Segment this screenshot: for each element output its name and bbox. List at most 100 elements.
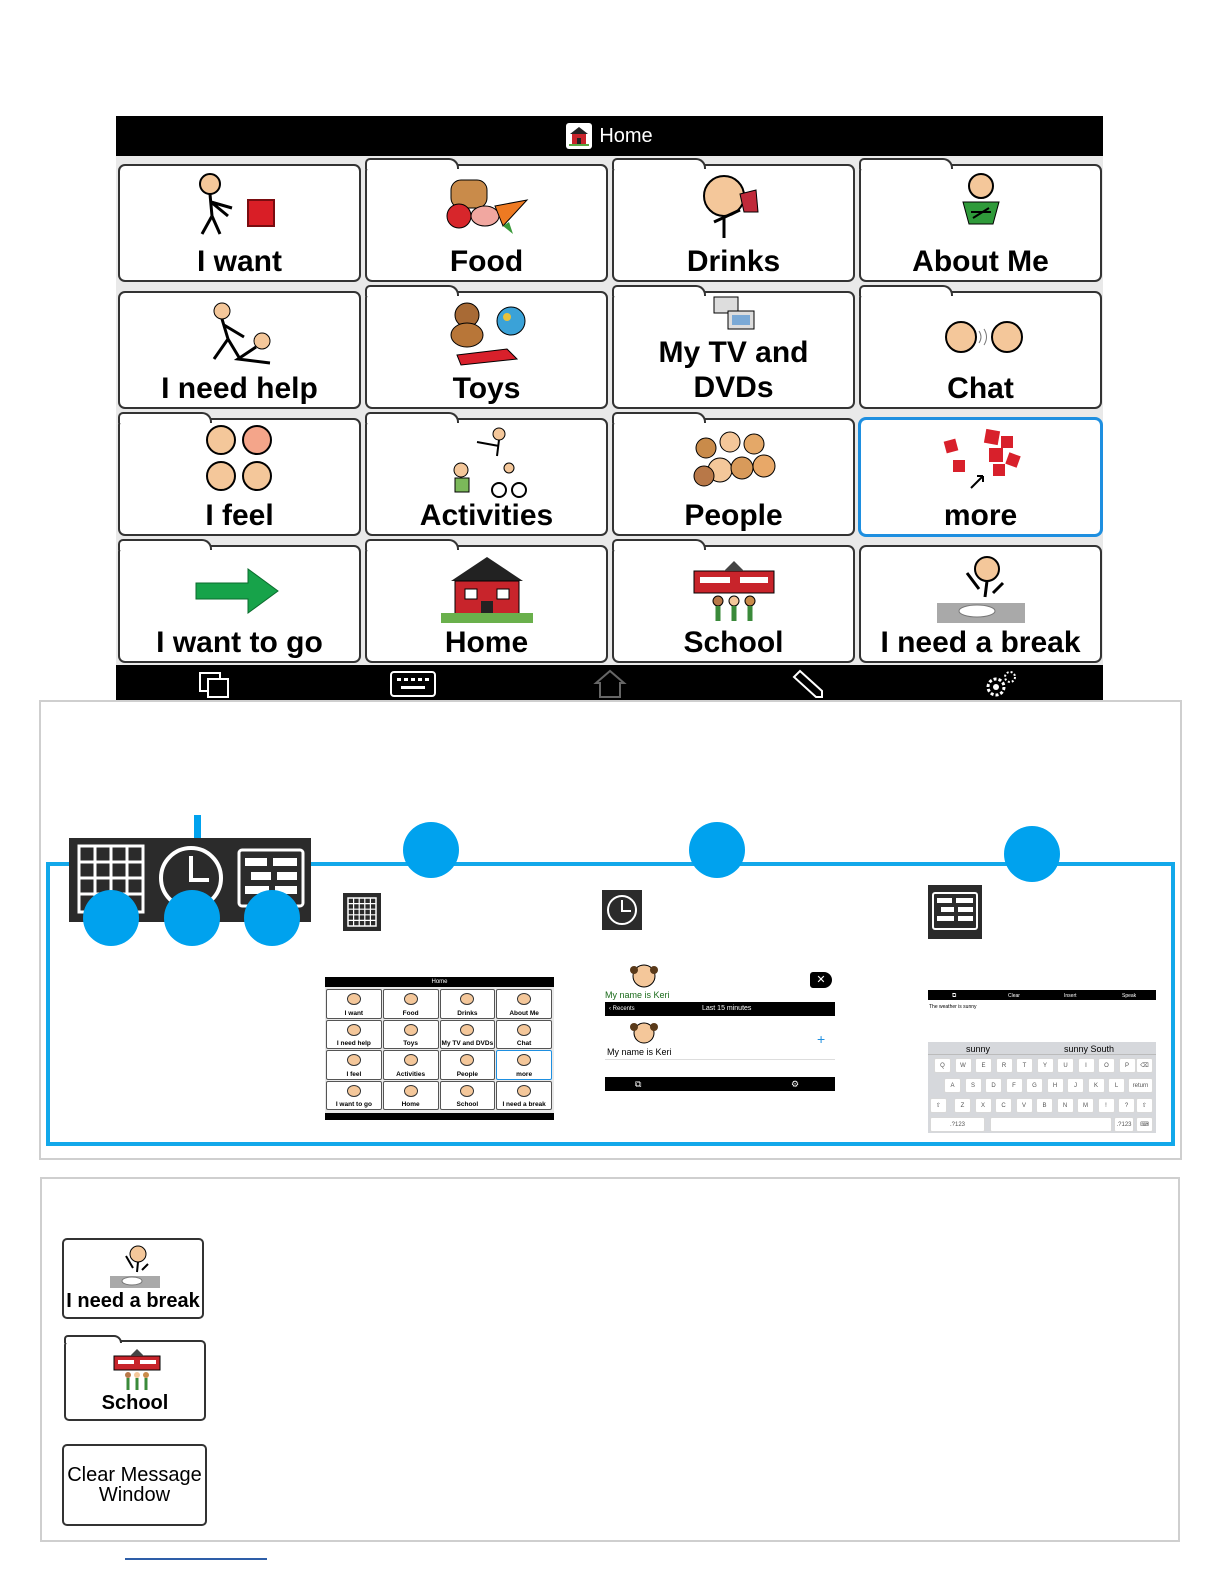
key[interactable]: ? [1118,1098,1135,1113]
home-icon[interactable] [590,669,630,699]
key[interactable]: O [1098,1058,1115,1073]
recents-item[interactable]: My name is Keri [607,1047,672,1057]
key[interactable]: Z [954,1098,971,1113]
key[interactable]: J [1067,1078,1084,1093]
keyboard-icon[interactable] [389,669,437,699]
cell-i-want-to-go[interactable]: I want to go [118,539,361,663]
girl-face-icon [630,1022,658,1044]
cell-chat[interactable]: Chat [859,285,1102,409]
key[interactable]: K [1087,1078,1105,1093]
insert-button[interactable]: Insert [1064,993,1077,999]
recents-back[interactable]: ‹ Recents [609,1006,635,1012]
bottom-toolbar [116,665,1103,703]
number-key[interactable]: .?123 [930,1117,985,1132]
return-key[interactable]: return [1128,1078,1153,1093]
girl-face-icon [630,964,658,988]
key[interactable]: B [1036,1098,1053,1113]
callout-frame [46,862,1175,1146]
cell-label: I feel [205,499,274,532]
key[interactable]: H [1046,1078,1064,1093]
cell-activities[interactable]: Activities [365,412,608,536]
key[interactable]: F [1005,1078,1023,1093]
cell-drinks[interactable]: Drinks [612,158,855,282]
thumb-symbol [460,1084,475,1097]
cell-my-tv-and-dvds[interactable]: My TV and DVDs [612,285,855,409]
cell-i-need-help[interactable]: I need help [118,291,361,409]
cell-more[interactable]: more [859,418,1102,536]
add-icon[interactable]: + [817,1031,826,1047]
copy-icon[interactable]: ⧉ [952,993,957,999]
keyboard-view-icon [928,885,982,939]
shift-key[interactable]: ⇧ [1136,1098,1153,1113]
button-types-panel [40,1177,1180,1542]
key[interactable]: C [995,1098,1012,1113]
number-key[interactable]: .?123 [1114,1117,1134,1132]
key[interactable]: R [995,1058,1013,1073]
thumb-cell: Food [382,989,439,1019]
copy-icon[interactable] [196,669,236,699]
copy-icon[interactable]: ⧉ [635,1079,642,1089]
cell-label: My TV and DVDs [658,336,809,404]
thumb-label: I want [344,1009,364,1017]
key[interactable]: V [1015,1098,1033,1113]
key[interactable]: T [1016,1058,1033,1073]
divider [928,1054,1156,1055]
cell-label: Activities [419,499,554,532]
key[interactable]: U [1057,1058,1074,1073]
cell-school[interactable]: School [612,539,855,663]
callout-dot [244,890,300,946]
key[interactable]: G [1026,1078,1043,1093]
typed-message[interactable]: The weather is sunny [929,1004,977,1010]
thumb-symbol [403,993,418,1005]
shift-key[interactable]: ⇧ [930,1098,947,1113]
backspace-key[interactable]: ⌫ [1136,1058,1153,1073]
cell-home[interactable]: Home [365,539,608,663]
space-key[interactable] [990,1117,1112,1132]
thumb-symbol [346,993,361,1005]
typing-toolbar: ⧉ Clear Insert Speak [928,990,1156,1000]
sample-break-button[interactable]: I need a break [62,1238,204,1319]
cell-toys[interactable]: Toys [365,285,608,409]
cell-about-me[interactable]: About Me [859,158,1102,282]
key[interactable]: D [985,1078,1002,1093]
key[interactable]: M [1077,1098,1094,1113]
key[interactable]: N [1056,1098,1074,1113]
thumb-symbol [460,1023,475,1036]
grid-view-icon [343,893,381,931]
speak-button[interactable]: Speak [1122,993,1137,999]
pencil-icon[interactable] [786,669,826,699]
cell-food[interactable]: Food [365,158,608,282]
clear-button[interactable]: Clear [1008,993,1020,999]
cell-i-want[interactable]: I want [118,164,361,282]
cell-i-need-a-break[interactable]: I need a break [859,545,1102,663]
clock-icon [602,890,642,930]
keyboard-hide-icon[interactable]: ⌨ [1136,1117,1153,1132]
key[interactable]: L [1108,1078,1125,1093]
key[interactable]: Y [1036,1058,1054,1073]
key[interactable]: ! [1097,1098,1115,1113]
thumb-label: I need help [336,1040,371,1047]
key[interactable]: W [954,1058,972,1073]
key[interactable]: E [975,1058,992,1073]
cell-label: Chat [947,372,1014,405]
prediction[interactable]: sunny [966,1044,991,1054]
cell-label: more [943,499,1018,532]
cell-i-feel[interactable]: I feel [118,412,361,536]
clear-message-window-button[interactable]: Clear Message Window [62,1444,207,1526]
sample-school-button[interactable]: School [64,1335,206,1421]
callout-dot [1004,826,1060,882]
key[interactable]: A [944,1078,961,1093]
gears-icon[interactable] [982,669,1022,699]
cell-people[interactable]: People [612,412,855,536]
gears-icon[interactable]: ⚙ [791,1079,800,1089]
thumb-symbol [517,1084,532,1097]
prediction[interactable]: sunny South [1064,1044,1115,1054]
key[interactable]: P [1118,1058,1136,1073]
key[interactable]: X [974,1098,992,1113]
backspace-icon[interactable]: ✕ [810,972,832,988]
thumb-label: I want to go [335,1101,372,1108]
key[interactable]: S [964,1078,982,1093]
key[interactable]: I [1077,1058,1095,1073]
key[interactable]: Q [934,1058,951,1073]
break-icon [110,1245,160,1288]
